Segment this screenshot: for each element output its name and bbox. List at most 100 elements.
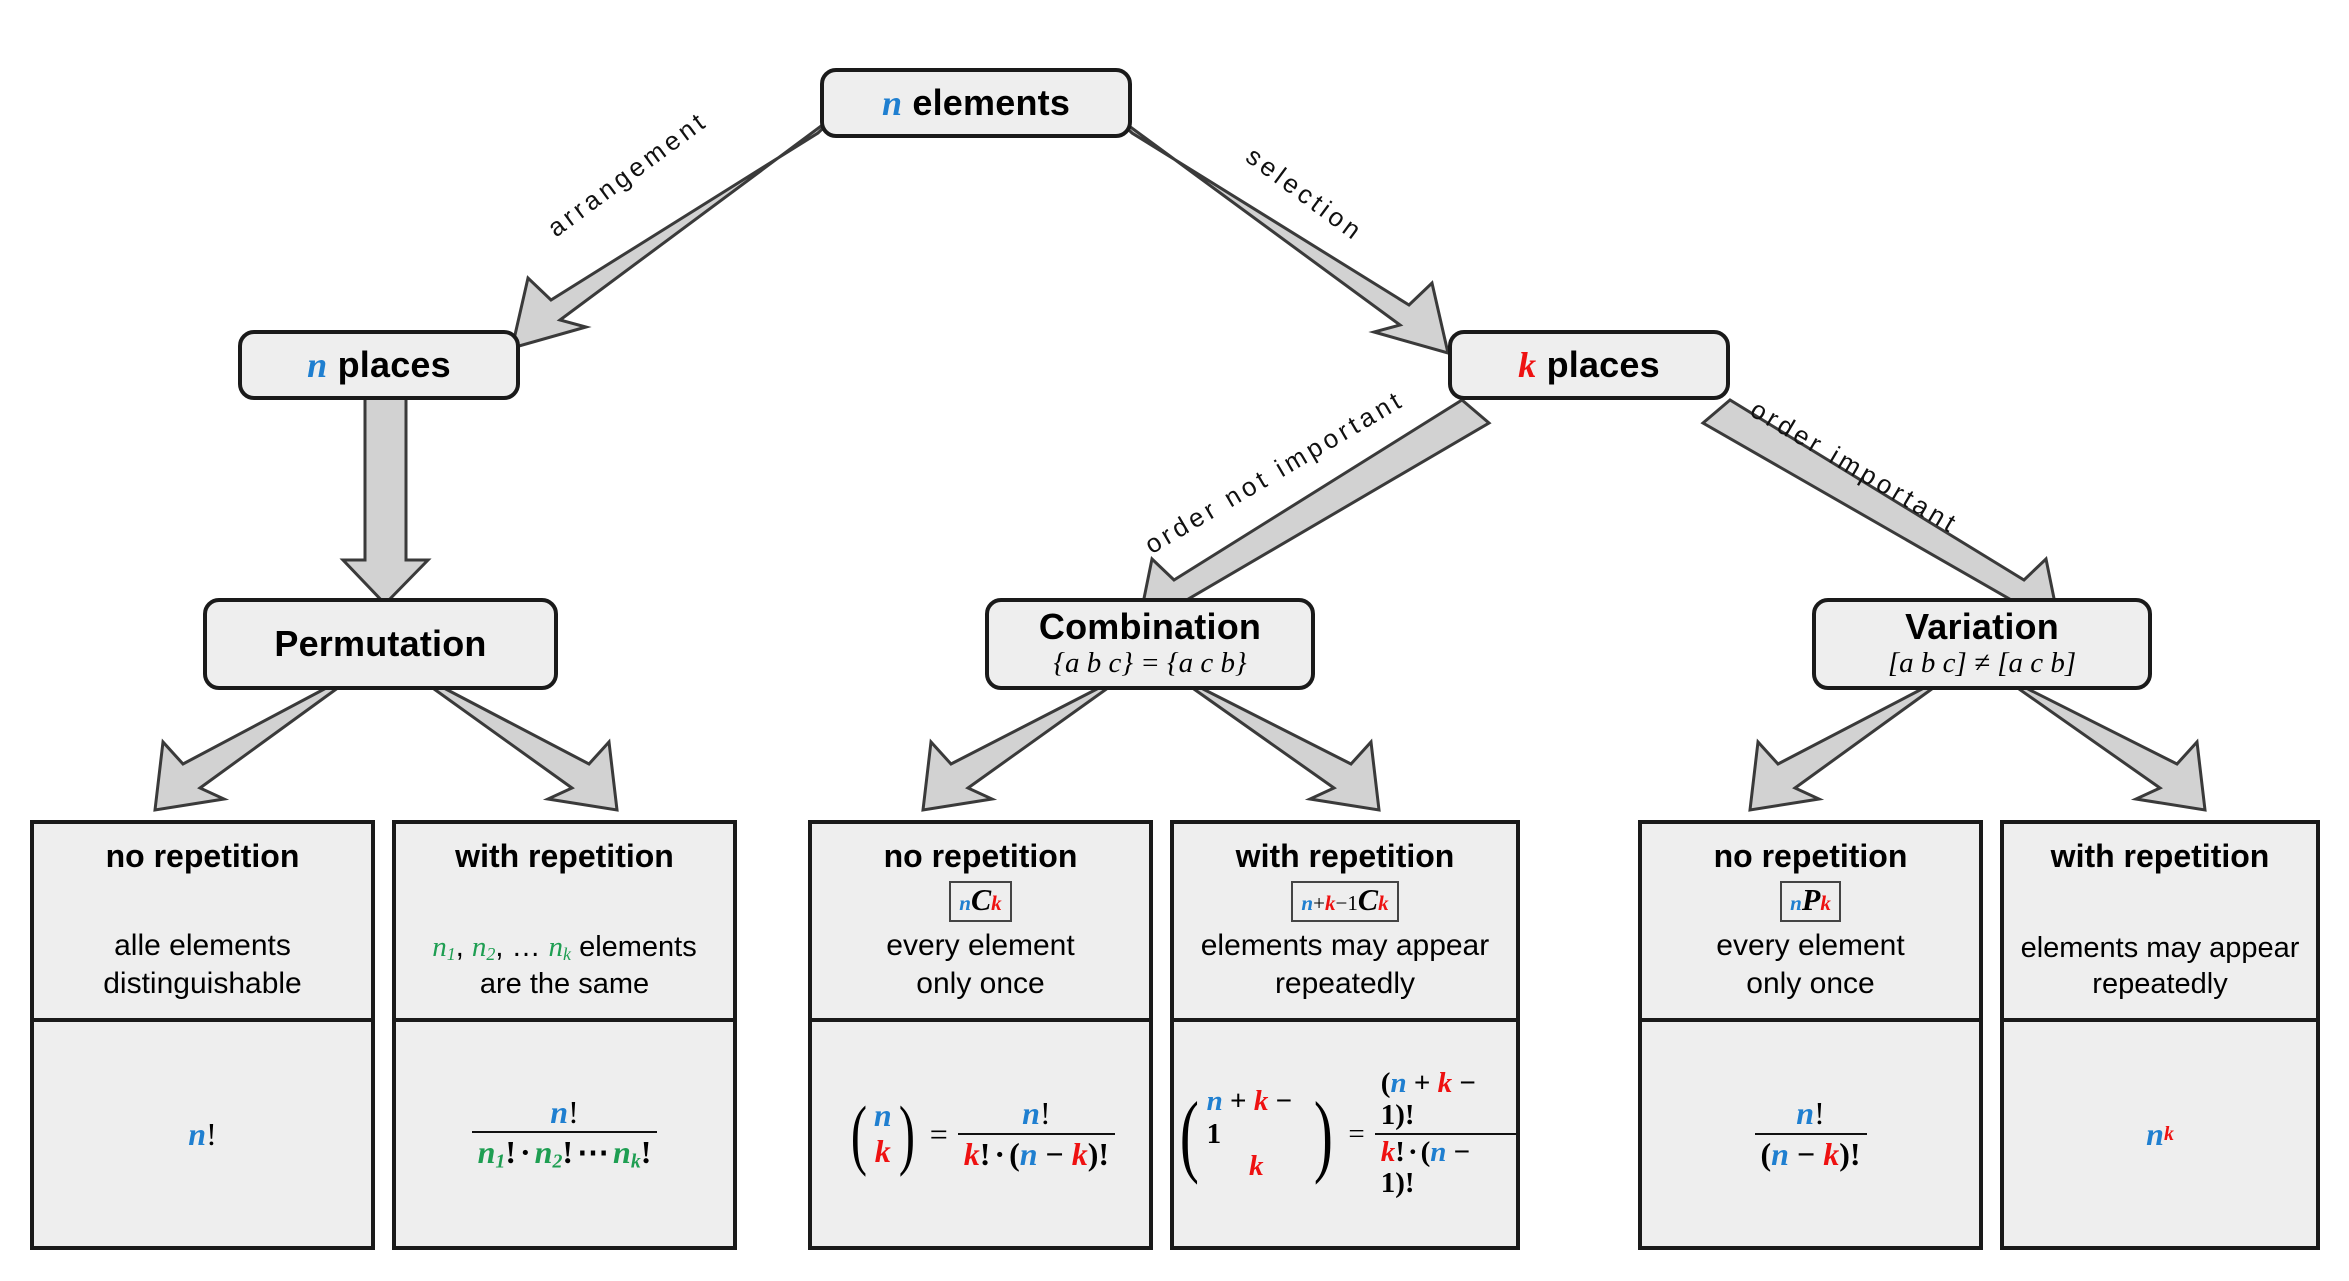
arrow-variation-to-leaf5	[1748, 668, 1959, 812]
edge-label-selection: selection	[1240, 140, 1370, 248]
right-paren: )	[898, 1089, 915, 1177]
symbol-k: k	[1823, 1136, 1840, 1172]
leaf-combination-no-repetition[interactable]: no repetition nCk every element only onc…	[808, 820, 1153, 1250]
notation-badge-nPk: nPk	[1780, 881, 1841, 923]
fraction-denominator: (n − k)!	[1754, 1133, 1867, 1172]
symbol-n: n	[1022, 1095, 1040, 1132]
node-variation-title: Variation	[1905, 605, 2059, 647]
symbol-k: k	[1324, 891, 1336, 915]
symbol-C: C	[971, 883, 992, 917]
leaf-top: no repetition nCk every element only onc…	[812, 824, 1149, 1022]
leaf-formula: ( n k ) = n! k!·(n − k)!	[812, 1022, 1149, 1246]
symbol-n: n	[1019, 1136, 1038, 1172]
leaf-desc-line-math: n1, n2, … nk elements	[432, 931, 697, 965]
node-permutation-title: Permutation	[274, 623, 487, 665]
node-n-places[interactable]: n places	[238, 330, 520, 400]
symbol-C: C	[1357, 883, 1379, 917]
leaf-variation-no-repetition[interactable]: no repetition nPk every element only onc…	[1638, 820, 1983, 1250]
notation-badge-nCk: nCk	[949, 881, 1012, 923]
notation-badge-npkm1Ck: n+k−1Ck	[1291, 881, 1399, 923]
leaf-formula: n!	[34, 1022, 371, 1246]
leaf-head: with repetition	[2050, 838, 2270, 874]
node-permutation[interactable]: Permutation	[203, 598, 558, 690]
arrow-variation-to-leaf6	[1991, 668, 2207, 812]
symbol-minus-one: −1	[1335, 891, 1358, 915]
leaf-head: with repetition	[455, 838, 674, 874]
binomial-coefficient: ( n k )	[846, 1089, 920, 1177]
leaf-head: no repetition	[105, 838, 300, 874]
leaf-desc-line: elements may appear	[2020, 931, 2300, 964]
fraction: n! k!·(n − k)!	[957, 1095, 1116, 1172]
leaf-formula: ( n + k − 1 k ) = (n + k − 1)! k!·(n − 1…	[1174, 1022, 1516, 1246]
symbol-n: n	[959, 891, 971, 915]
leaf-top: no repetition alle elements distinguisha…	[34, 824, 371, 1022]
fraction-numerator: n!	[1796, 1095, 1825, 1132]
node-root-label: elements	[912, 81, 1071, 123]
leaf-combination-with-repetition[interactable]: with repetition n+k−1Ck elements may app…	[1170, 820, 1520, 1250]
symbol-equals: =	[929, 1115, 948, 1152]
arrow-n-places-to-permutation	[339, 396, 432, 607]
symbol-n: n	[307, 344, 328, 385]
leaf-top: with repetition n1, n2, … nk elements ar…	[396, 824, 733, 1022]
binom-stack: n + k − 1 k	[1205, 1085, 1308, 1182]
symbol-k: k	[1071, 1136, 1088, 1172]
node-k-places-title: k places	[1518, 343, 1660, 385]
symbol-k: k	[1248, 1150, 1264, 1183]
symbol-k-exponent: k	[2163, 1122, 2174, 1145]
node-combination-sub: {a b c} = {a c b}	[1053, 647, 1247, 680]
binom-stack: n k	[872, 1097, 894, 1170]
leaf-description: elements may appear repeatedly	[2021, 930, 2300, 1003]
fraction: (n + k − 1)! k!·(n − 1)!	[1374, 1067, 1516, 1199]
fraction-numerator: (n + k − 1)!	[1380, 1067, 1476, 1131]
node-variation[interactable]: Variation [a b c] ≠ [a c b]	[1812, 598, 2152, 690]
node-root-n-elements[interactable]: n elements	[820, 68, 1132, 138]
symbol-n: n	[873, 1097, 892, 1134]
leaf-desc-word: elements	[579, 931, 697, 964]
symbol-n1: n1	[432, 931, 456, 965]
leaf-description: n1, n2, … nk elements are the same	[432, 929, 696, 1002]
symbol-k: k	[1518, 344, 1537, 385]
node-n-places-label: places	[337, 343, 451, 385]
node-k-places[interactable]: k places	[1448, 330, 1730, 400]
symbol-n2: n2	[534, 1134, 563, 1173]
arrow-combination-to-leaf4	[1166, 668, 1381, 812]
symbol-n: n	[2146, 1115, 2164, 1152]
fraction-denominator: n1!·n2!⋯nk!	[471, 1131, 658, 1173]
symbol-n: n	[881, 82, 903, 123]
leaf-desc-line: every element	[886, 929, 1075, 962]
node-k-places-label: places	[1546, 343, 1660, 385]
leaf-head: no repetition	[883, 838, 1078, 874]
leaf-formula: n! n1!·n2!⋯nk!	[396, 1022, 733, 1246]
leaf-description: alle elements distinguishable	[103, 927, 301, 1002]
binomial-coefficient: ( n + k − 1 k )	[1174, 1085, 1338, 1182]
leaf-desc-line: repeatedly	[2092, 967, 2228, 1000]
node-root-title: n elements	[881, 81, 1071, 123]
leaf-desc-line: are the same	[479, 967, 650, 1000]
leaf-top: no repetition nPk every element only onc…	[1642, 824, 1979, 1022]
leaf-formula: n! (n − k)!	[1642, 1022, 1979, 1246]
node-combination[interactable]: Combination {a b c} = {a c b}	[985, 598, 1315, 690]
leaf-desc-line: elements may appear	[1200, 929, 1490, 962]
fraction-denominator: k!·(n − k)!	[957, 1133, 1116, 1172]
fraction: n! (n − k)!	[1754, 1095, 1867, 1172]
symbol-n: n	[1771, 1136, 1789, 1172]
leaf-permutation-no-repetition[interactable]: no repetition alle elements distinguisha…	[30, 820, 375, 1250]
node-variation-sub: [a b c] ≠ [a c b]	[1887, 647, 2077, 680]
symbol-nk: nk	[548, 931, 571, 965]
symbol-k: k	[963, 1136, 980, 1172]
symbol-k: k	[991, 891, 1002, 915]
symbol-equals: =	[1348, 1117, 1365, 1150]
leaf-variation-with-repetition[interactable]: with repetition elements may appear repe…	[2000, 820, 2320, 1250]
leaf-desc-line: alle elements	[114, 929, 291, 962]
leaf-top: with repetition n+k−1Ck elements may app…	[1174, 824, 1516, 1022]
leaf-description: every element only once	[1716, 927, 1904, 1002]
edge-label-order-not-important: order not important	[1139, 383, 1410, 560]
leaf-desc-line: repeatedly	[1274, 966, 1416, 1000]
symbol-n: n	[1796, 1095, 1815, 1132]
symbol-k: k	[1820, 891, 1831, 915]
arrow-k-places-to-variation	[1700, 398, 2062, 631]
leaf-permutation-with-repetition[interactable]: with repetition n1, n2, … nk elements ar…	[392, 820, 737, 1250]
binom-top: n + k − 1	[1206, 1085, 1293, 1150]
